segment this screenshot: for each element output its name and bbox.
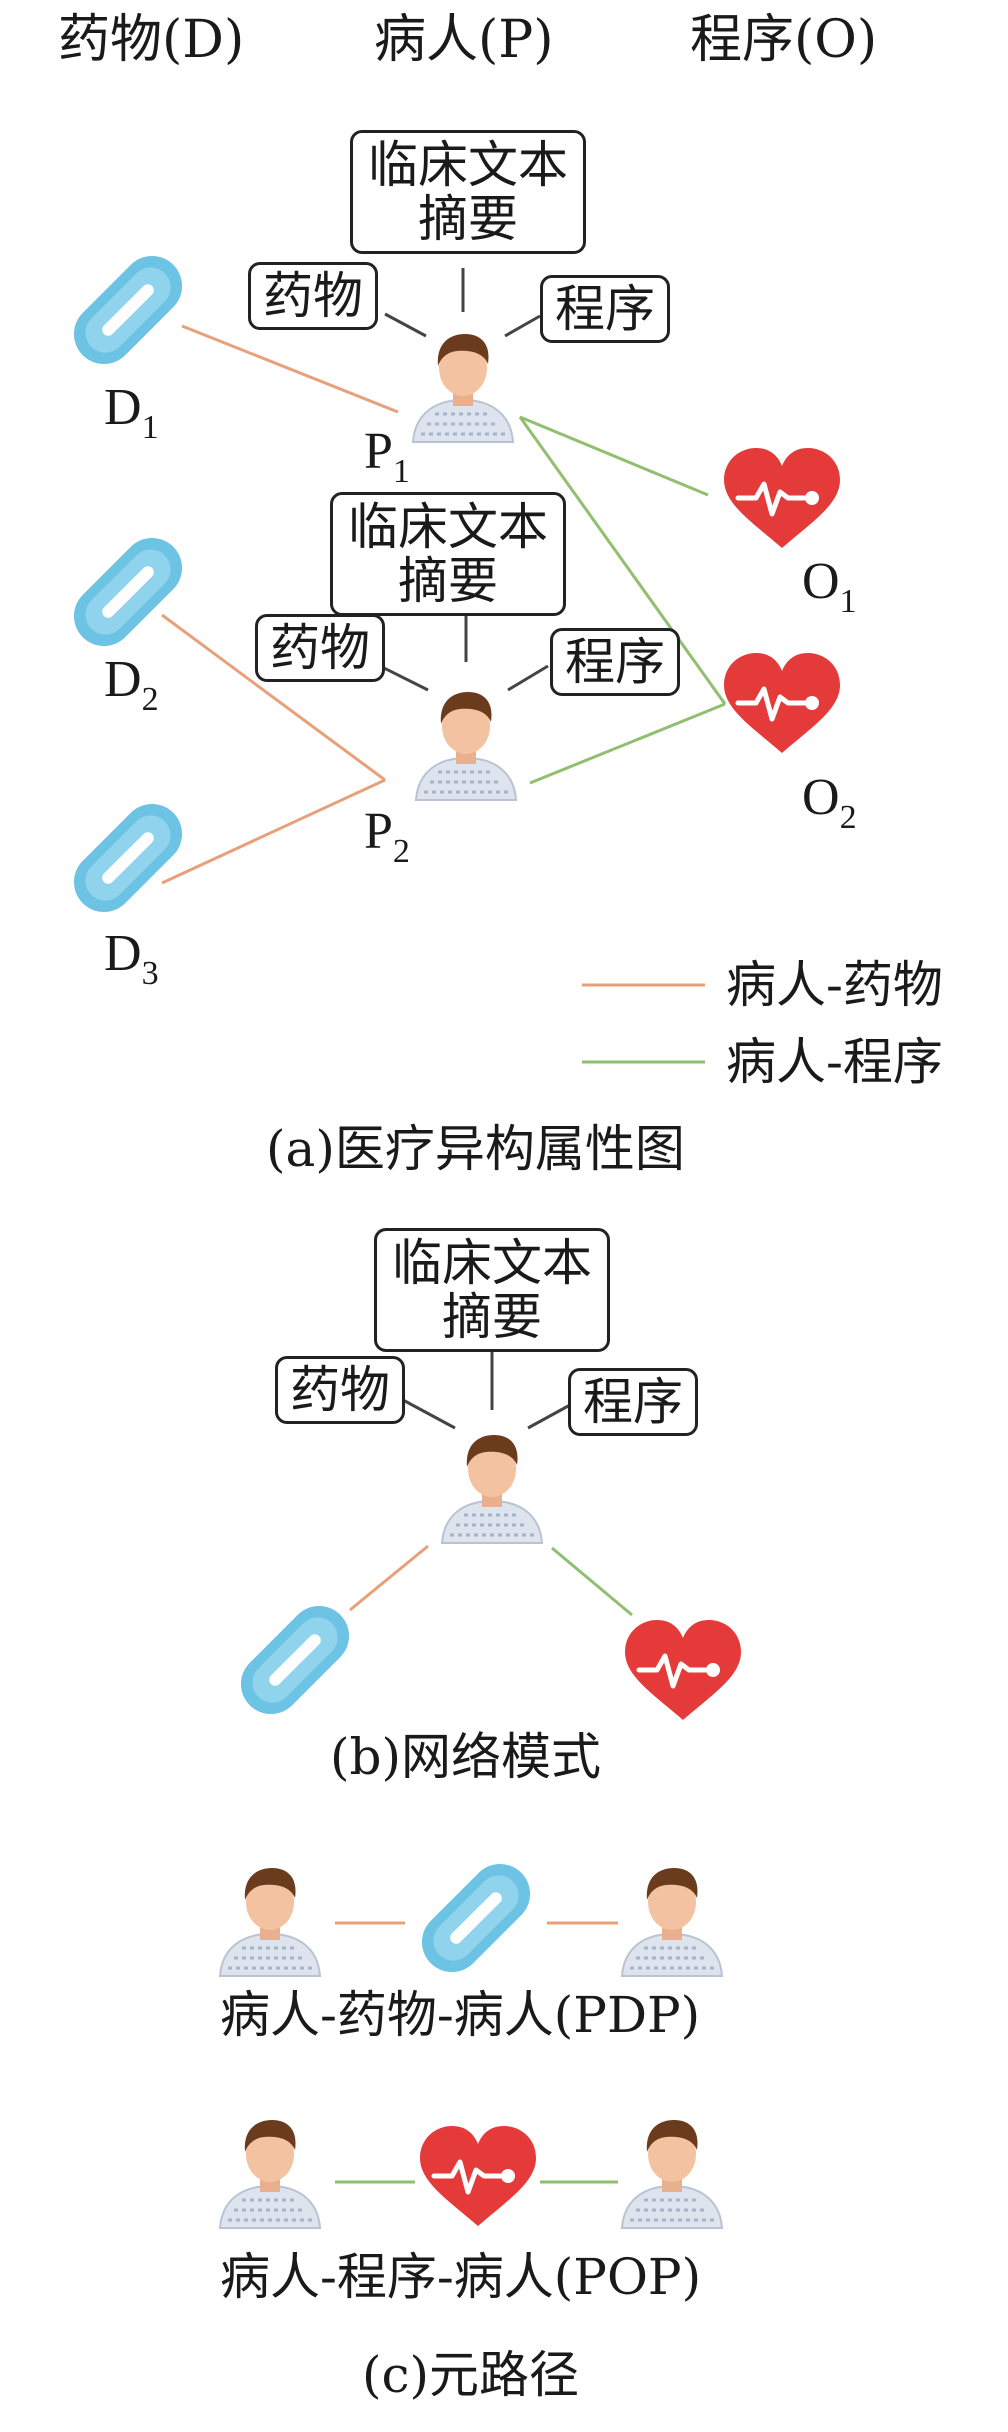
edge-p1-drug — [384, 312, 427, 338]
edge-p2-drug — [379, 664, 429, 692]
caption-a: (a)医疗异构属性图 — [266, 1120, 685, 1178]
edge-d3-p2 — [161, 778, 386, 885]
patient-icon-pop-left — [218, 2118, 322, 2230]
clinical-abstract-box-p1: 临床文本 摘要 — [350, 130, 586, 254]
edge-p2-o2 — [529, 702, 726, 785]
heart-icon-pop — [420, 2126, 536, 2226]
clinical-abstract-box-p2: 临床文本 摘要 — [330, 492, 566, 616]
procedure-attribute-box-p1: 程序 — [540, 275, 670, 343]
clinical-abstract-line2: 摘要 — [398, 552, 498, 610]
edge-p2-procedure — [507, 664, 549, 692]
node-label-o2: O2 — [802, 769, 857, 836]
node-label-o1: O1 — [802, 553, 857, 620]
pill-icon-pdp — [409, 1851, 543, 1985]
pill-icon-d1 — [61, 243, 195, 377]
edge-p1-o1 — [519, 415, 709, 497]
node-label-d2: D2 — [104, 651, 159, 718]
schema-edge-drug — [402, 1398, 456, 1430]
caption-c: (c)元路径 — [362, 2346, 580, 2404]
schema-edge-patient-drug — [349, 1544, 429, 1612]
procedure-attribute-box-p2: 程序 — [550, 628, 680, 696]
drug-attribute-box-schema: 药物 — [275, 1356, 405, 1424]
node-label-p2: P2 — [364, 803, 410, 870]
heart-icon-schema — [625, 1620, 741, 1720]
patient-icon-pdp-right — [620, 1866, 724, 1978]
edge-d2-p2 — [161, 613, 386, 782]
edge-p1-procedure — [504, 314, 541, 338]
clinical-abstract-line1: 临床文本 — [392, 1234, 592, 1292]
node-label-d3: D3 — [104, 925, 159, 992]
heart-icon-o2 — [724, 653, 840, 753]
patient-icon-p1 — [411, 332, 515, 444]
metapath-label-pdp: 病人-药物-病人(PDP) — [220, 1986, 701, 2044]
pill-icon-schema — [228, 1593, 362, 1727]
node-label-d1: D1 — [104, 379, 159, 446]
clinical-abstract-line2: 摘要 — [418, 190, 518, 248]
schema-edge-patient-procedure — [551, 1546, 633, 1617]
clinical-abstract-line1: 临床文本 — [348, 498, 548, 556]
patient-icon-p2 — [414, 690, 518, 802]
metapath-label-pop: 病人-程序-病人(POP) — [220, 2248, 702, 2306]
drug-attribute-box-p1: 药物 — [248, 262, 378, 330]
header-drug: 药物(D) — [58, 10, 245, 70]
clinical-abstract-line2: 摘要 — [442, 1288, 542, 1346]
patient-icon-pop-right — [620, 2118, 724, 2230]
procedure-attribute-box-schema: 程序 — [568, 1368, 698, 1436]
drug-attribute-box-p2: 药物 — [255, 614, 385, 682]
clinical-abstract-line1: 临床文本 — [368, 136, 568, 194]
caption-b: (b)网络模式 — [330, 1728, 602, 1786]
patient-icon-pdp-left — [218, 1866, 322, 1978]
pill-icon-d2 — [61, 525, 195, 659]
heart-icon-o1 — [724, 448, 840, 548]
legend-label-patient-procedure: 病人-程序 — [726, 1033, 943, 1091]
edge-d1-p1 — [181, 324, 399, 414]
clinical-abstract-box-schema: 临床文本 摘要 — [374, 1228, 610, 1352]
schema-edge-procedure — [527, 1403, 571, 1430]
edge-p1-o2 — [518, 416, 727, 705]
patient-icon-schema — [440, 1433, 544, 1545]
legend-label-patient-drug: 病人-药物 — [726, 956, 943, 1014]
node-label-p1: P1 — [364, 423, 410, 490]
header-procedure: 程序(O) — [690, 10, 878, 70]
header-patient: 病人(P) — [374, 10, 554, 70]
pill-icon-d3 — [61, 791, 195, 925]
